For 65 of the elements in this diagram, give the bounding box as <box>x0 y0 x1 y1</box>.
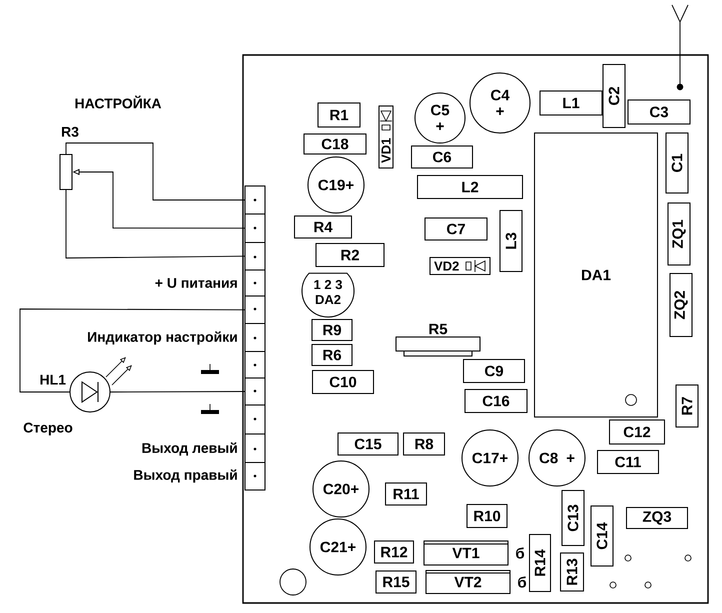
component-box: R14 <box>529 534 551 592</box>
component-box: C10 <box>312 370 374 394</box>
pin-label: Индикатор настройки <box>88 331 237 345</box>
transistor-box: VT2 <box>426 570 510 594</box>
component-box: C15 <box>338 432 398 456</box>
connector-pin <box>244 242 266 270</box>
connector-pin <box>244 213 266 243</box>
wire <box>66 142 245 200</box>
connector-pin <box>244 296 266 324</box>
connector-pin <box>244 462 266 490</box>
chip-outline: DA1 <box>534 132 658 418</box>
component-box: ZQ3 <box>626 507 688 529</box>
component-box: L1 <box>540 90 602 116</box>
component-box: R6 <box>312 344 352 366</box>
component-box: C3 <box>628 100 690 124</box>
node-label: R5 <box>429 324 448 334</box>
heading-text: НАСТРОЙКА <box>75 96 162 108</box>
connector-pin <box>244 378 266 406</box>
pin-mark: б <box>518 576 526 588</box>
pin-mark: б <box>516 547 524 559</box>
component-box: R7 <box>676 384 698 428</box>
connector-pin <box>244 323 266 352</box>
transistor-outline: 1 2 3 DA2 <box>302 272 355 318</box>
wire <box>66 190 245 258</box>
component-box: ZQ1 <box>668 202 690 266</box>
component-box: C2 <box>602 64 626 128</box>
connector-pin <box>244 404 266 434</box>
component-box: R10 <box>466 504 508 528</box>
component-box: C12 <box>609 420 665 444</box>
component-box: C18 <box>304 134 366 154</box>
diode-box: VD2 <box>430 257 490 275</box>
diode-box: VD1 <box>378 106 394 168</box>
component-box: R12 <box>374 540 414 564</box>
pin-label: + U питания <box>155 278 237 288</box>
pin-label: Выход правый <box>134 469 237 483</box>
component-box: C7 <box>424 218 488 240</box>
component-box: R8 <box>403 432 445 456</box>
component-box: L3 <box>500 210 522 272</box>
connector-pin <box>244 186 266 214</box>
connector-pin <box>244 351 266 379</box>
connector-pin <box>244 270 266 296</box>
component-box: L2 <box>417 175 523 199</box>
component-box: C1 <box>666 132 688 194</box>
component-box: R4 <box>294 216 352 238</box>
component-box: ZQ2 <box>670 273 692 337</box>
component-box: C16 <box>464 389 528 413</box>
wire <box>110 391 245 392</box>
connector-pin <box>244 433 266 463</box>
component-box: R13 <box>560 552 584 592</box>
caption-text: Стерео <box>24 422 72 436</box>
transistor-box: VT1 <box>424 540 508 566</box>
component-box: R2 <box>316 243 384 267</box>
pin-label: Выход левый <box>142 442 237 456</box>
component-box: C11 <box>597 450 659 474</box>
component-box: C9 <box>463 359 525 383</box>
circuit-board <box>242 54 709 604</box>
resistor-outline: R5 <box>396 324 480 356</box>
component-box: R1 <box>318 102 360 128</box>
component-box: R11 <box>385 482 427 506</box>
component-box: C13 <box>562 490 584 546</box>
wire <box>20 308 245 392</box>
component-box: C6 <box>411 146 473 168</box>
component-box: C14 <box>590 506 614 566</box>
component-box: R15 <box>376 570 416 594</box>
component-box: R9 <box>312 319 352 341</box>
